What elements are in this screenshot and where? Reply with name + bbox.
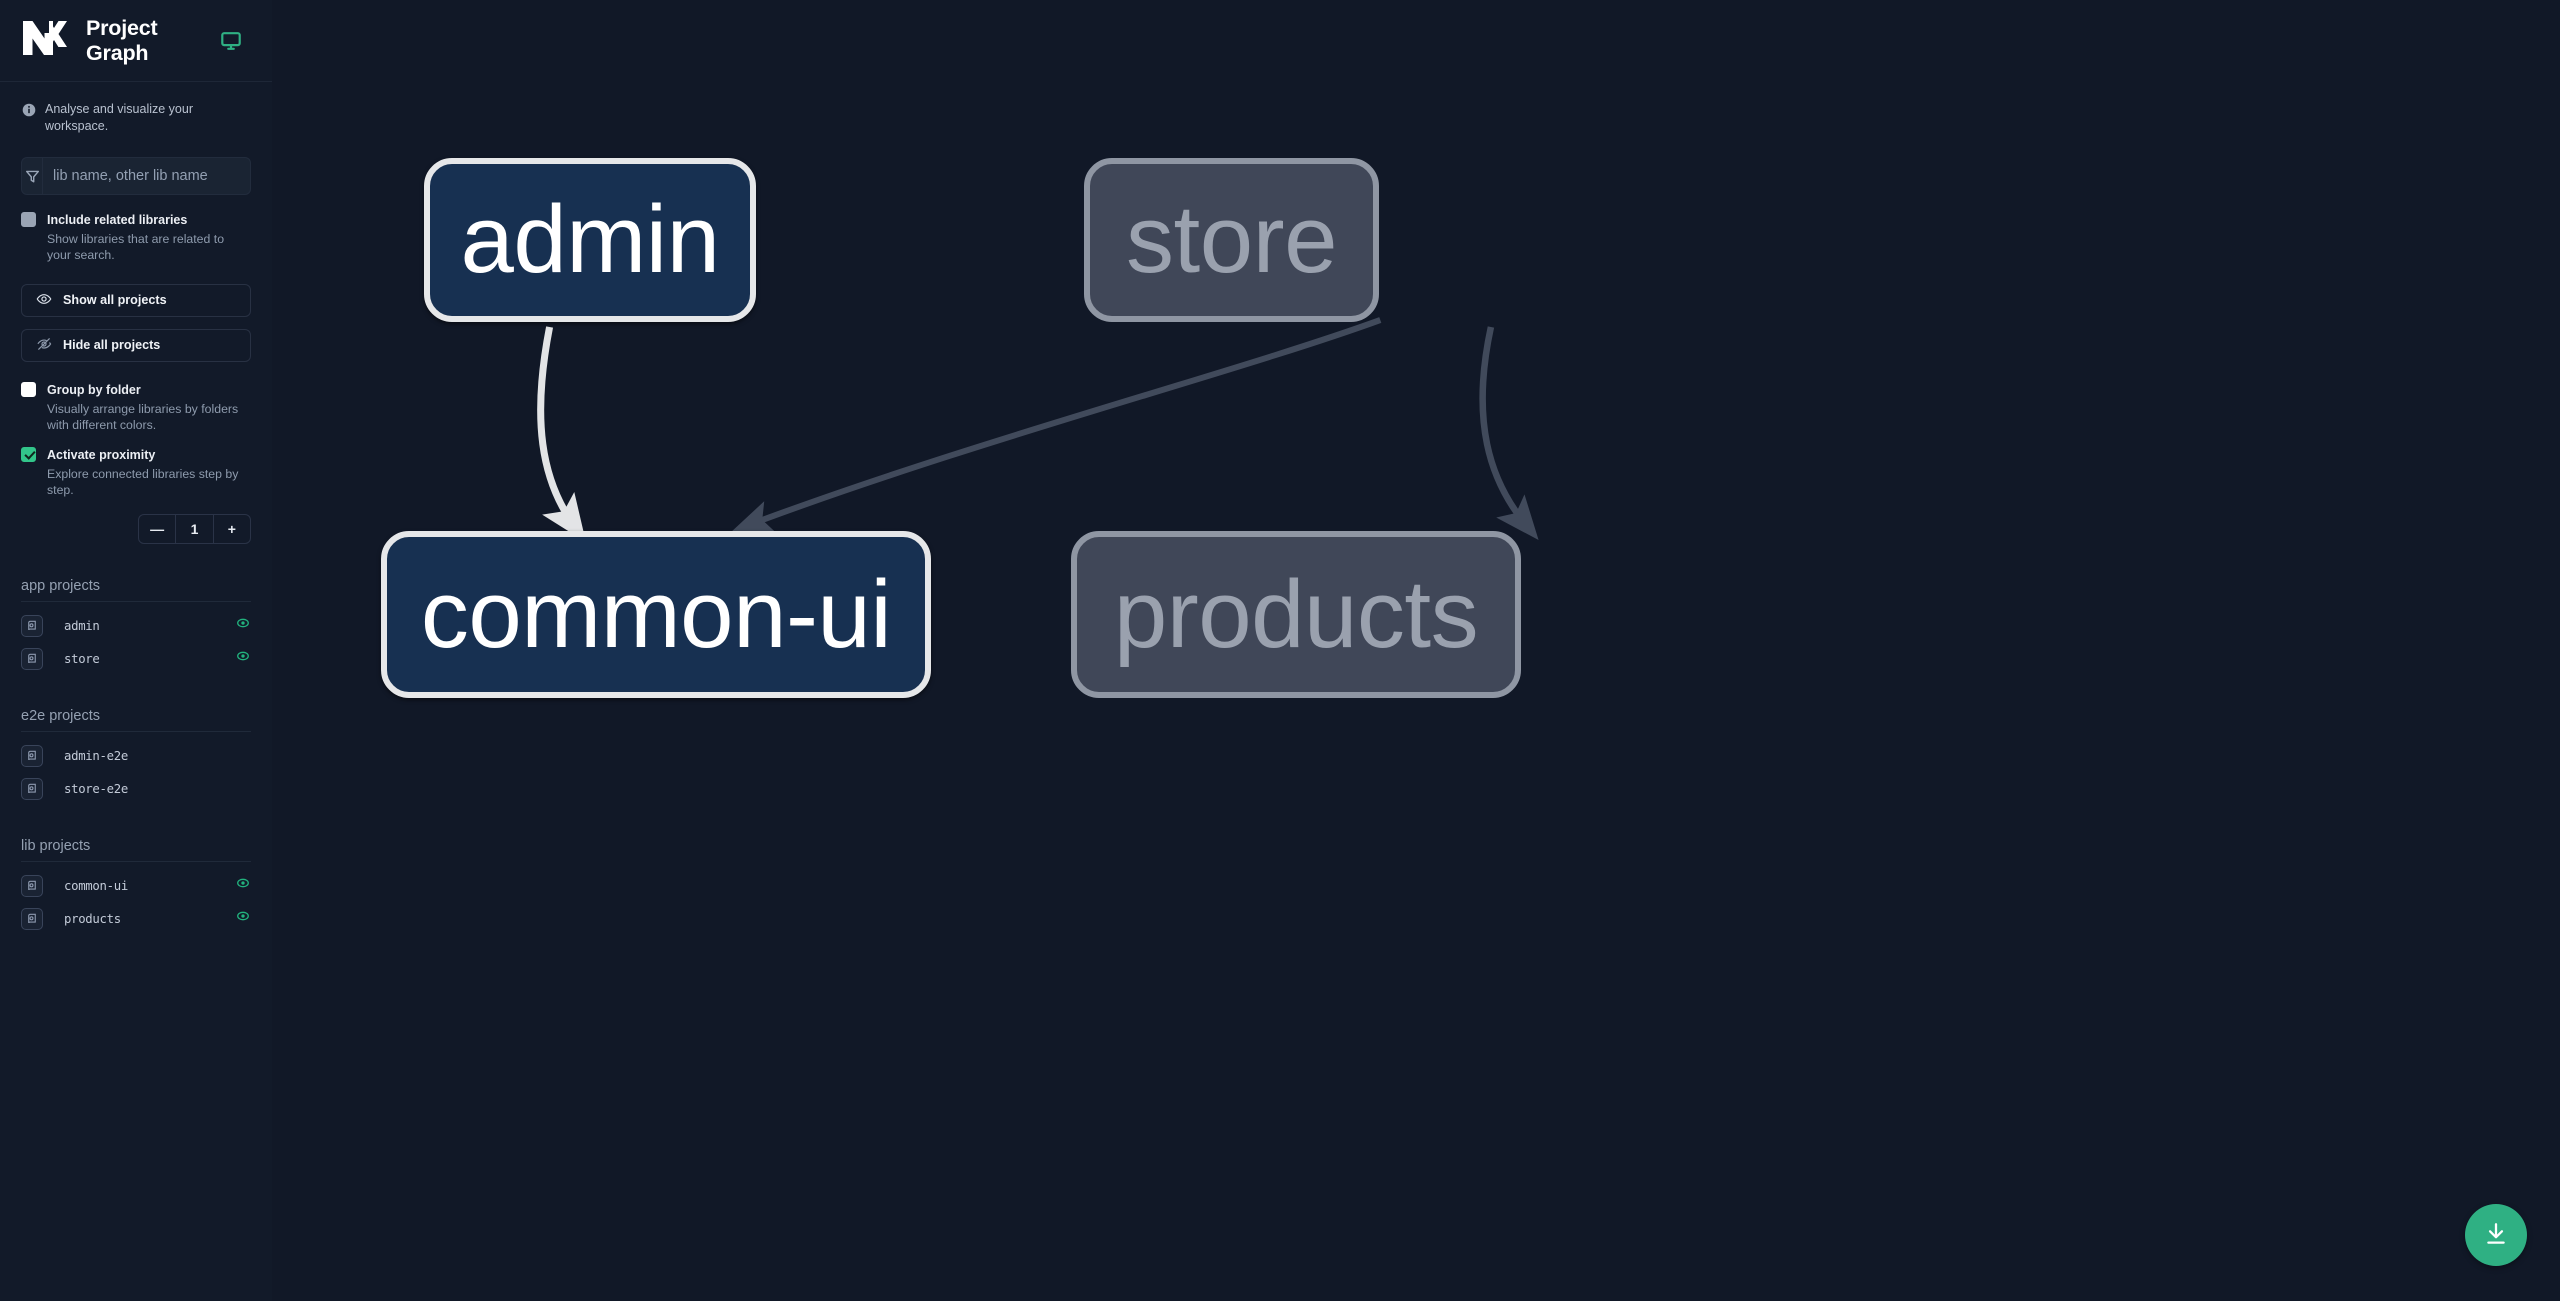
project-name: products (64, 911, 121, 926)
proximity-decrease-button[interactable]: — (150, 521, 165, 538)
section-title-app-projects: app projects (21, 578, 251, 603)
group-by-folder-checkbox[interactable] (21, 381, 36, 397)
section-title-e2e-projects: e2e projects (21, 708, 251, 733)
project-visibility-toggle[interactable] (235, 648, 251, 669)
project-icon (21, 874, 43, 897)
edge-admin-to-common-ui (537, 326, 586, 543)
nx-logo-icon (22, 17, 67, 64)
option-subtitle: Explore connected libraries step by step… (47, 466, 239, 498)
download-icon (2483, 1221, 2509, 1250)
graph-edges (537, 317, 1539, 543)
edge-store-to-common-ui (731, 317, 1382, 533)
project-row-admin-e2e[interactable]: admin-e2e (0, 739, 272, 772)
option-group-by-folder[interactable]: Group by folder Visually arrange librari… (0, 381, 272, 434)
project-row-store-e2e[interactable]: store-e2e (0, 772, 272, 805)
graph-node-store[interactable]: store (1084, 158, 1379, 322)
hide-all-projects-label: Hide all projects (63, 338, 161, 353)
graph-node-label: common-ui (420, 560, 892, 668)
project-name: admin-e2e (64, 748, 128, 763)
project-visibility-toggle[interactable] (235, 875, 251, 896)
option-subtitle: Show libraries that are related to your … (47, 232, 225, 263)
sidebar-header: Project Graph (0, 0, 272, 82)
activate-proximity-checkbox[interactable] (21, 446, 36, 462)
option-title: Include related libraries (47, 213, 188, 227)
project-row-store[interactable]: store (0, 642, 272, 675)
show-all-projects-button[interactable]: Show all projects (21, 283, 251, 317)
option-activate-proximity[interactable]: Activate proximity Explore connected lib… (0, 446, 272, 499)
project-visibility-toggle[interactable] (235, 615, 251, 636)
graph-node-label: store (1126, 186, 1337, 293)
filter-funnel-icon (22, 158, 43, 194)
option-title: Activate proximity (47, 447, 156, 462)
option-subtitle: Visually arrange libraries by folders wi… (47, 401, 239, 433)
graph-node-admin[interactable]: admin (424, 158, 756, 322)
proximity-stepper[interactable]: — 1 + (138, 514, 251, 545)
project-icon (21, 744, 43, 767)
include-related-libraries-checkbox[interactable] (21, 212, 36, 227)
graph-node-products[interactable]: products (1071, 531, 1521, 698)
eye-off-icon (36, 336, 52, 355)
project-row-admin[interactable]: admin (0, 609, 272, 642)
monitor-icon[interactable] (202, 30, 242, 52)
graph-node-label: admin (460, 186, 720, 293)
option-title: Group by folder (47, 382, 141, 397)
project-icon (21, 907, 43, 930)
proximity-increase-button[interactable]: + (227, 521, 236, 538)
download-image-button[interactable] (2465, 1204, 2527, 1266)
edge-store-to-products (1479, 326, 1539, 541)
project-icon (21, 614, 43, 637)
project-visibility-toggle[interactable] (235, 908, 251, 929)
search-field-wrapper[interactable] (21, 157, 251, 195)
section-title-lib-projects: lib projects (21, 838, 251, 863)
show-all-projects-label: Show all projects (63, 293, 167, 308)
project-row-common-ui[interactable]: common-ui (0, 869, 272, 902)
project-icon (21, 647, 43, 670)
project-name: common-ui (64, 878, 128, 893)
project-row-products[interactable]: products (0, 902, 272, 935)
page-title: Project Graph (86, 15, 158, 65)
tagline-text: Analyse and visualize your workspace. (45, 102, 193, 133)
proximity-value: 1 (175, 515, 214, 544)
eye-icon (36, 291, 52, 310)
project-name: store-e2e (64, 781, 128, 796)
graph-node-label: products (1113, 560, 1479, 668)
search-input[interactable] (43, 158, 250, 194)
project-name: store (64, 651, 100, 666)
project-name: admin (64, 618, 100, 633)
sidebar: Project Graph Analyse and visualize your… (0, 0, 272, 1301)
option-include-related-libraries[interactable]: Include related libraries Show libraries… (0, 211, 272, 264)
hide-all-projects-button[interactable]: Hide all projects (21, 328, 251, 362)
info-icon (22, 101, 36, 122)
project-icon (21, 777, 43, 800)
graph-node-common-ui[interactable]: common-ui (381, 531, 931, 698)
tagline: Analyse and visualize your workspace. (0, 82, 272, 135)
graph-canvas[interactable]: admin store common-ui products (272, 0, 2560, 1301)
